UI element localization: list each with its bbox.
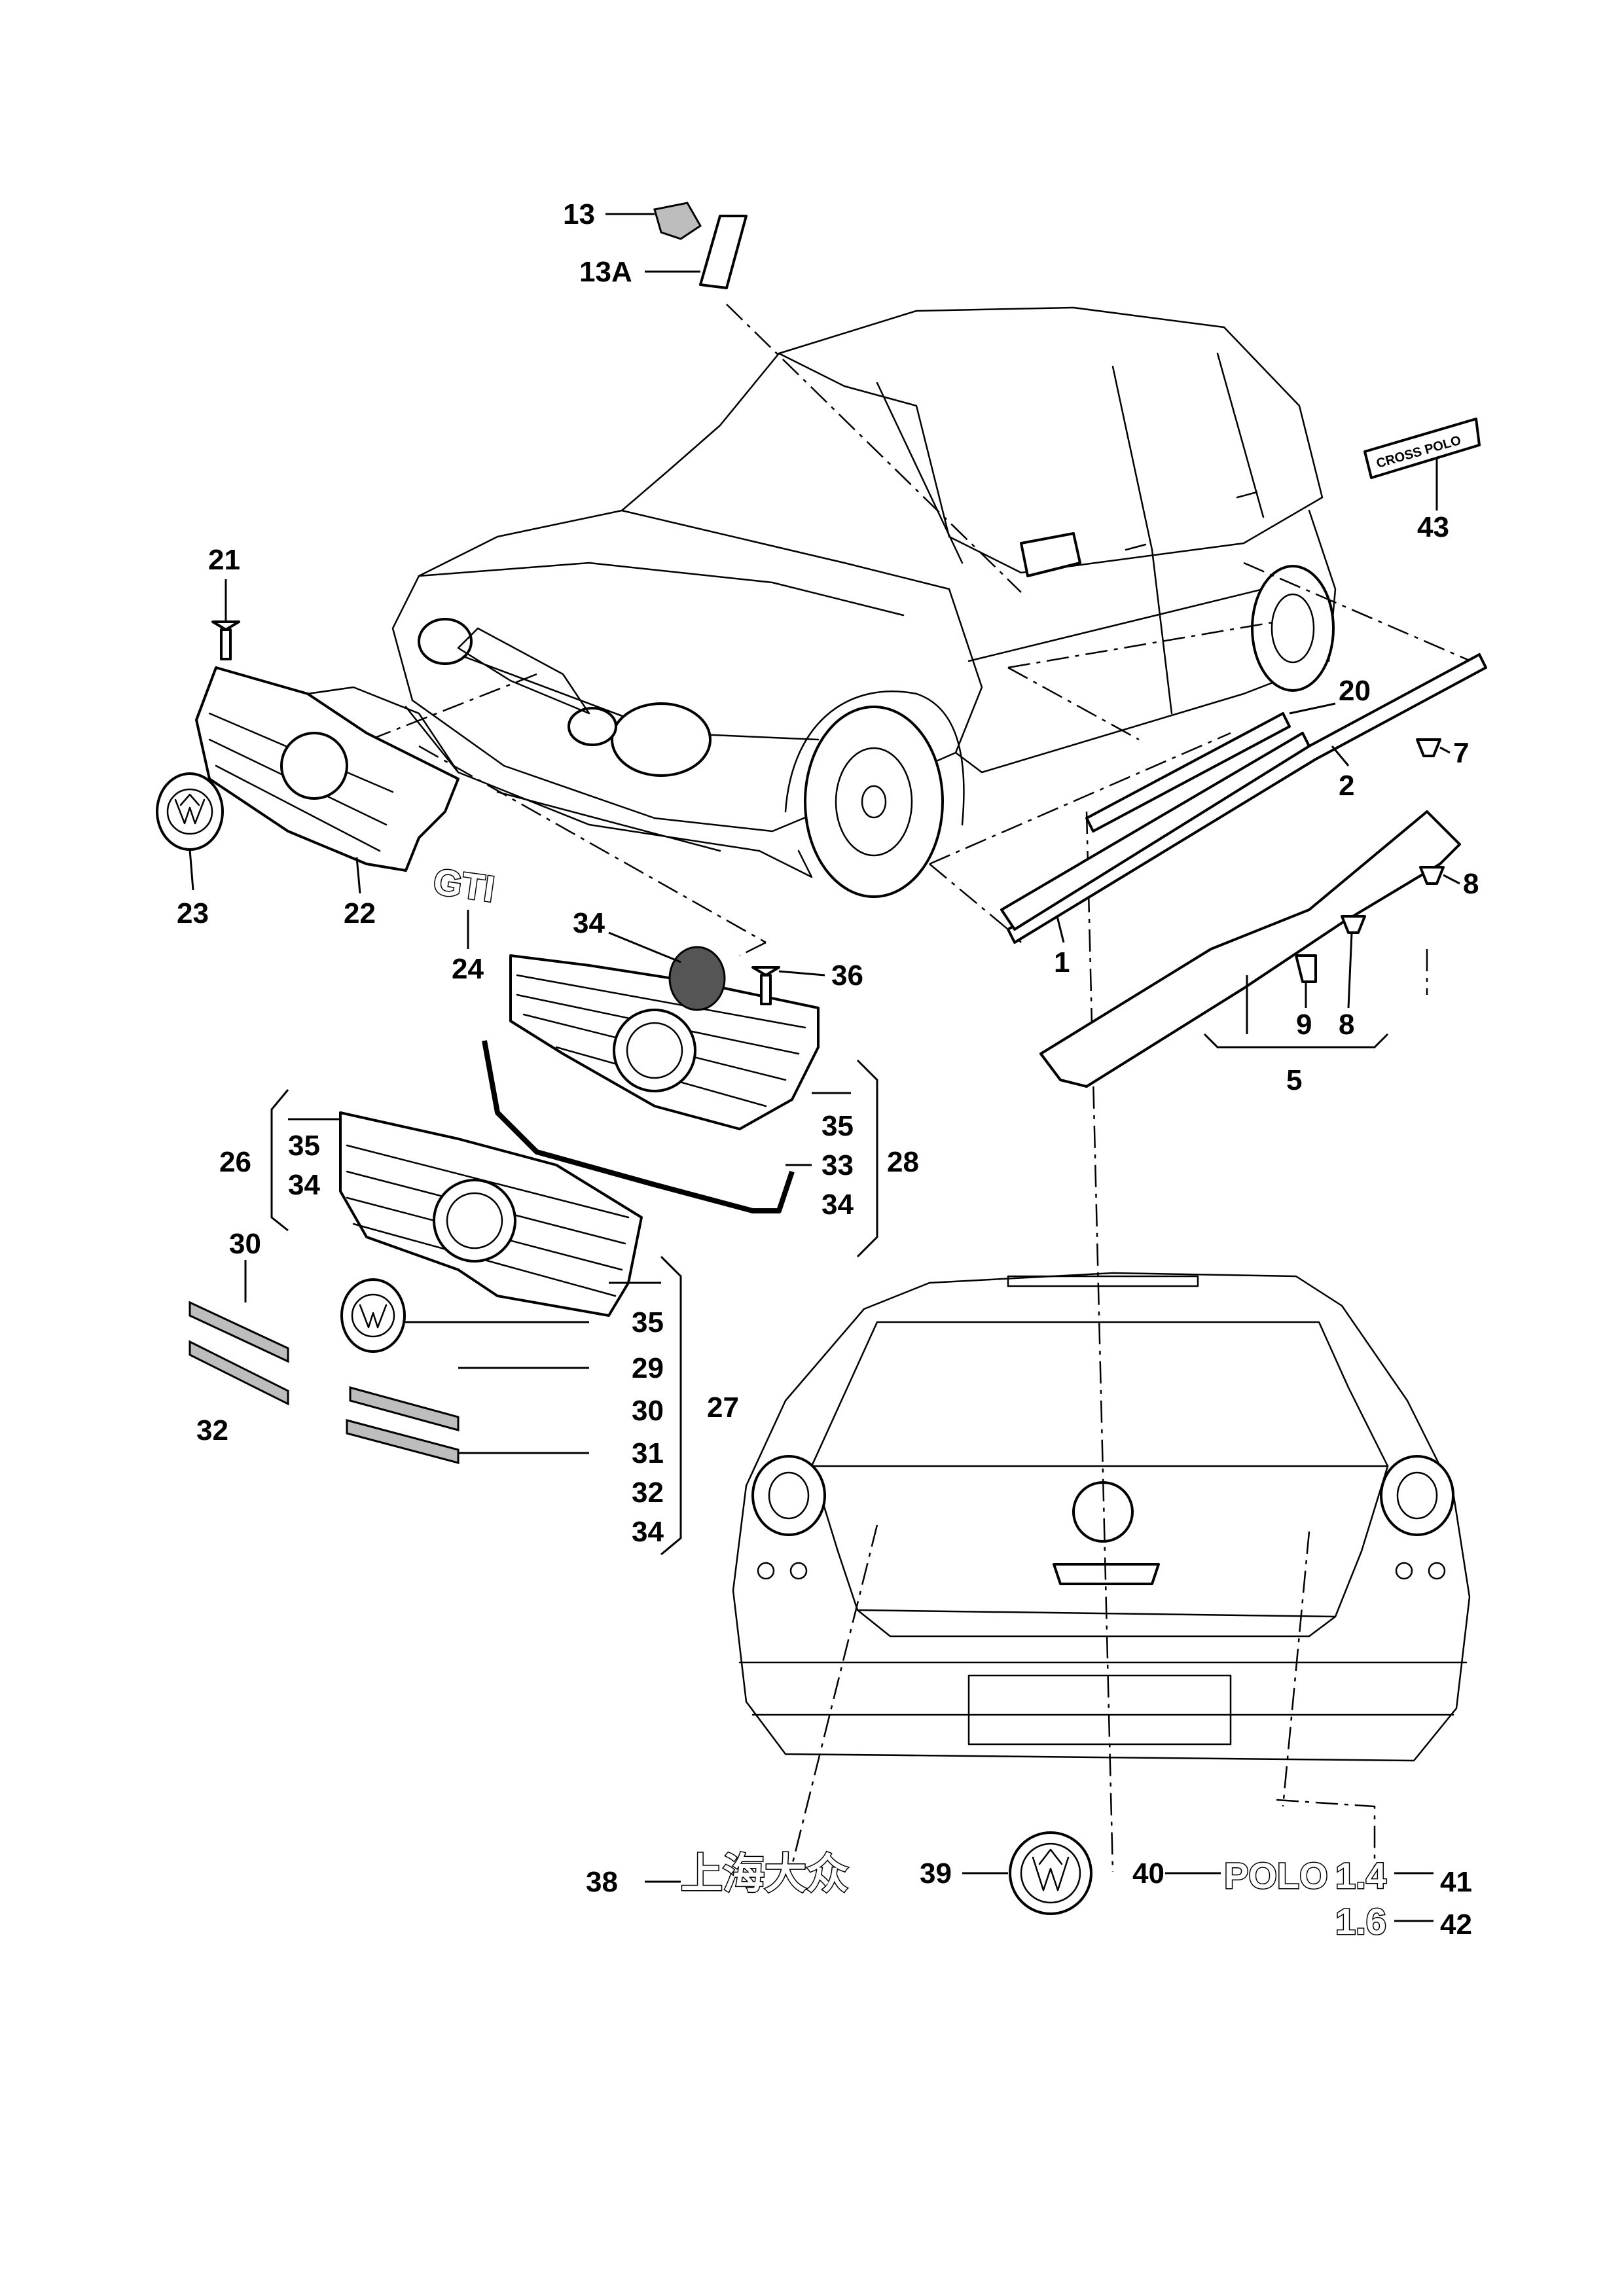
part-41-badge-1-4: 1.4 — [1335, 1854, 1388, 1897]
part-33-trim-strip — [482, 1040, 795, 1213]
part-38-chinese-badge: 上海大众 — [680, 1850, 850, 1899]
callout-7: 7 — [1453, 737, 1469, 769]
badge-1-6-text: 1.6 — [1335, 1901, 1386, 1942]
callout-32-a: 32 — [196, 1414, 228, 1446]
callout-35-a: 35 — [821, 1110, 854, 1142]
vw-logo-icon — [166, 788, 213, 835]
callout-22: 22 — [344, 897, 376, 929]
polo-emblem-text: POLO — [1224, 1855, 1328, 1896]
car-front-view — [391, 306, 1337, 898]
part-35-vw-emblem — [340, 1278, 406, 1353]
callout-8-upper: 8 — [1463, 868, 1479, 900]
callout-13a: 13A — [579, 256, 632, 288]
callout-36: 36 — [831, 960, 863, 992]
part-30-32-strips — [189, 1300, 289, 1406]
callout-20: 20 — [1339, 675, 1371, 707]
callout-13: 13 — [563, 198, 595, 230]
leader-lines — [189, 213, 1460, 1922]
callout-33: 33 — [821, 1149, 854, 1181]
callout-34-b: 34 — [821, 1189, 854, 1221]
part-22-grille — [195, 666, 460, 872]
callout-9: 9 — [1296, 1009, 1312, 1041]
callout-40: 40 — [1132, 1857, 1164, 1890]
callout-labels: 13 13A 43 21 20 7 2 8 23 22 24 34 36 1 9… — [177, 198, 1479, 1941]
part-36-screw — [751, 966, 780, 1005]
callout-32-b: 32 — [632, 1477, 664, 1509]
callout-23: 23 — [177, 897, 209, 929]
part-20-sill-trim — [1085, 712, 1291, 833]
part-34-mesh-insert — [668, 946, 726, 1011]
callout-34-c: 34 — [288, 1169, 320, 1201]
callout-28: 28 — [887, 1146, 919, 1178]
callout-2: 2 — [1339, 770, 1354, 802]
gti-emblem-text: GTI — [431, 860, 497, 909]
part-29-31-strips — [346, 1386, 460, 1464]
callout-34-top: 34 — [573, 907, 605, 939]
callout-1: 1 — [1054, 946, 1070, 978]
callout-31: 31 — [632, 1437, 664, 1469]
part-28-honeycomb-grille — [509, 954, 820, 1130]
reference-lines — [353, 304, 1487, 1873]
part-9-clip — [1295, 954, 1317, 983]
part-24-gti-badge: GTI — [430, 859, 498, 910]
part-8-clip — [1341, 866, 1445, 934]
vw-logo-icon — [1020, 1842, 1081, 1904]
part-39-vw-emblem — [1009, 1831, 1092, 1915]
callout-43: 43 — [1417, 511, 1449, 543]
part-5-sill-panel — [1039, 810, 1461, 1088]
callout-41: 41 — [1440, 1866, 1472, 1898]
part-40-polo-badge: POLO — [1223, 1854, 1329, 1897]
callout-34-d: 34 — [632, 1516, 664, 1548]
part-7-clip — [1416, 738, 1441, 757]
callout-8-lower: 8 — [1339, 1009, 1354, 1041]
callout-42: 42 — [1440, 1909, 1472, 1941]
part-23-vw-emblem — [156, 772, 224, 851]
vw-logo-icon — [351, 1293, 395, 1338]
badge-1-4-text: 1.4 — [1335, 1855, 1386, 1896]
callout-29: 29 — [632, 1352, 664, 1384]
part-21-screw — [211, 620, 240, 660]
callout-30-b: 30 — [632, 1395, 664, 1427]
callout-26: 26 — [219, 1146, 251, 1178]
part-43-cross-polo-badge: CROSS POLO — [1363, 418, 1481, 479]
chinese-emblem-text: 上海大众 — [681, 1850, 848, 1897]
car-rear-view — [732, 1272, 1471, 1762]
callout-30-a: 30 — [229, 1228, 261, 1260]
callout-35-b: 35 — [288, 1130, 320, 1162]
part-26-27-grille — [339, 1111, 643, 1317]
part-42-badge-1-6: 1.6 — [1335, 1900, 1388, 1943]
callout-24: 24 — [452, 953, 484, 985]
callout-5: 5 — [1286, 1064, 1302, 1096]
part-13-clip — [653, 202, 702, 240]
callout-27: 27 — [707, 1391, 739, 1424]
part-13a-mirror-triangle — [699, 215, 748, 289]
part-1-side-molding — [1000, 732, 1310, 931]
callout-39: 39 — [920, 1857, 952, 1890]
callout-21: 21 — [208, 544, 240, 576]
callout-35-c: 35 — [632, 1306, 664, 1338]
callout-38: 38 — [586, 1866, 618, 1898]
